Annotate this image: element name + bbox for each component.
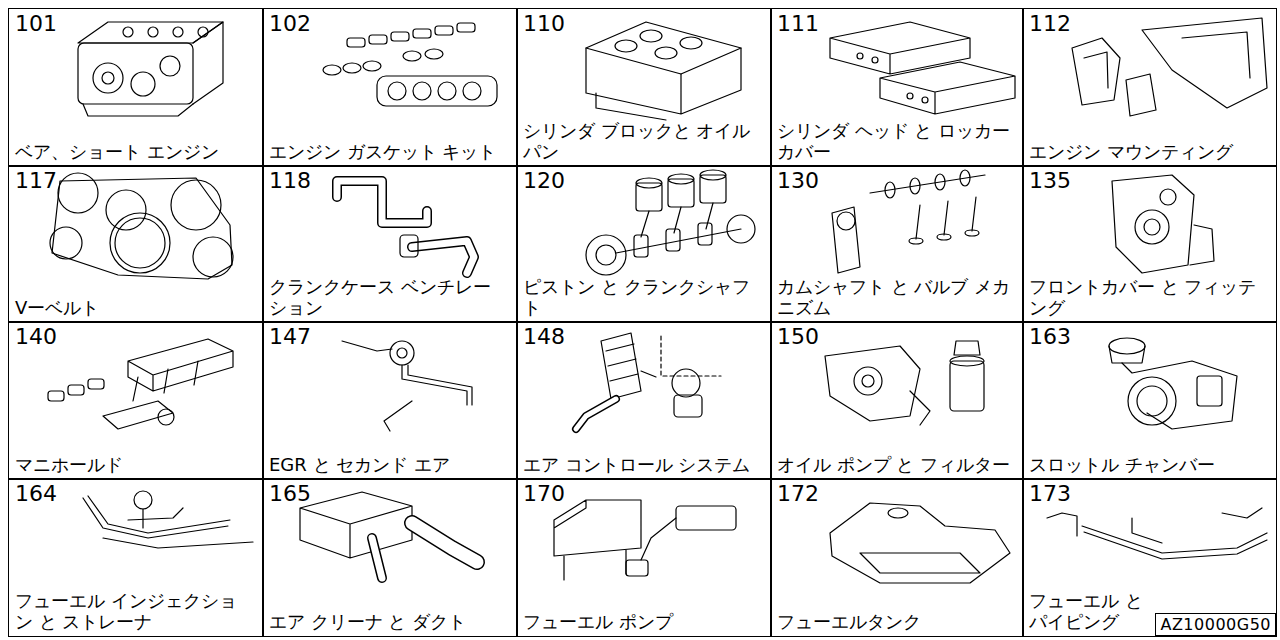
section-number: 172 — [777, 482, 819, 506]
section-number: 117 — [15, 169, 57, 193]
catalog-cell: 120 ピストン と クランクシャフト — [516, 165, 772, 323]
piston-illustration — [586, 170, 755, 275]
catalog-cell: 147EGR と セカンド エア — [262, 321, 518, 480]
section-name: エンジン ガスケット キット — [269, 141, 509, 162]
drawing-code-box: AZ10000G50 — [1155, 613, 1276, 636]
engine-illustration — [78, 22, 223, 116]
catalog-cell: 150 オイル ポンプ と フィルター — [770, 321, 1024, 480]
section-name: エア クリーナ と ダクト — [269, 611, 509, 632]
section-name: フューエル ポンプ — [523, 611, 763, 632]
section-number: 118 — [269, 169, 311, 193]
section-number: 112 — [1029, 12, 1071, 36]
section-number: 101 — [15, 12, 57, 36]
section-number: 165 — [269, 482, 311, 506]
fuel-pump-illustration — [554, 500, 736, 580]
drawing-code: AZ10000G50 — [1160, 615, 1271, 634]
section-name: EGR と セカンド エア — [269, 454, 509, 475]
gasket-illustration — [323, 23, 497, 106]
air-control-illustration — [576, 333, 721, 429]
catalog-cell: 112 エンジン マウンティング — [1022, 8, 1277, 167]
throttle-illustration — [1109, 338, 1237, 429]
section-name: シリンダ ヘッド と ロッカー カバー — [777, 120, 1015, 162]
catalog-cell: 101 ベア、ショート エンジン — [8, 8, 264, 167]
section-number: 111 — [777, 12, 819, 36]
section-number: 173 — [1029, 482, 1071, 506]
catalog-cell: 135 フロントカバー と フィッテング — [1022, 165, 1277, 323]
section-name: オイル ポンプ と フィルター — [777, 454, 1015, 475]
catalog-cell: 110 シリンダ ブロックと オイルパン — [516, 8, 772, 167]
manifold-illustration — [48, 339, 233, 429]
section-name: フューエル と パイピング — [1029, 590, 1146, 632]
fuel-tank-illustration — [830, 503, 1010, 583]
section-name: フロントカバー と フィッテング — [1029, 276, 1268, 318]
section-name: カムシャフト と バルブ メカニズム — [777, 276, 1015, 318]
catalog-cell: 165 エア クリーナ と ダクト — [262, 478, 518, 637]
injector-illustration — [83, 491, 253, 548]
air-cleaner-illustration — [300, 492, 477, 578]
section-number: 164 — [15, 482, 57, 506]
catalog-cell: 111 シリンダ ヘッド と ロッカー カバー — [770, 8, 1024, 167]
section-name: クランクケース ベンチレーション — [269, 276, 509, 318]
catalog-cell: 102 エンジン ガスケット キット — [262, 8, 518, 167]
section-name: シリンダ ブロックと オイルパン — [523, 120, 763, 162]
section-number: 140 — [15, 325, 57, 349]
catalog-cell: 164 フューエル インジェクション と ストレーナ — [8, 478, 264, 637]
catalog-cell: 172 フューエルタンク — [770, 478, 1024, 637]
belt-illustration — [50, 173, 233, 279]
section-name: エア コントロール システム — [523, 454, 763, 475]
camshaft-illustration — [832, 170, 985, 273]
catalog-cell: 130 カムシャフト と バルブ メカニズム — [770, 165, 1024, 323]
fuel-pipe-illustration — [1047, 508, 1267, 559]
catalog-cell: 118 クランクケース ベンチレーション — [262, 165, 518, 323]
section-name: スロットル チャンバー — [1029, 454, 1268, 475]
section-name: ピストン と クランクシャフト — [523, 276, 763, 318]
section-name: フューエル インジェクション と ストレーナ — [15, 590, 255, 632]
section-name: マニホールド — [15, 454, 255, 475]
catalog-cell: 117Vーベルト — [8, 165, 264, 323]
section-number: 163 — [1029, 325, 1071, 349]
section-number: 135 — [1029, 169, 1071, 193]
section-name: エンジン マウンティング — [1029, 141, 1268, 162]
head-illustration — [830, 22, 1015, 114]
section-number: 150 — [777, 325, 819, 349]
section-name: Vーベルト — [15, 297, 255, 318]
catalog-cell: 148 エア コントロール システム — [516, 321, 772, 480]
section-number: 120 — [523, 169, 565, 193]
cover-illustration — [1112, 175, 1214, 273]
section-number: 170 — [523, 482, 565, 506]
section-number: 130 — [777, 169, 819, 193]
catalog-cell: 170 フューエル ポンプ — [516, 478, 772, 637]
section-number: 110 — [523, 12, 565, 36]
section-number: 148 — [523, 325, 565, 349]
catalog-cell: 140 マニホールド — [8, 321, 264, 480]
oil-pump-illustration — [825, 341, 984, 425]
egr-illustration — [342, 341, 472, 431]
hose-illustration — [337, 181, 474, 273]
section-number: 147 — [269, 325, 311, 349]
mount-illustration — [1072, 18, 1267, 116]
catalog-cell: 163 スロットル チャンバー — [1022, 321, 1277, 480]
section-name: ベア、ショート エンジン — [15, 141, 255, 162]
block-illustration — [586, 22, 741, 120]
section-number: 102 — [269, 12, 311, 36]
section-name: フューエルタンク — [777, 611, 1015, 632]
